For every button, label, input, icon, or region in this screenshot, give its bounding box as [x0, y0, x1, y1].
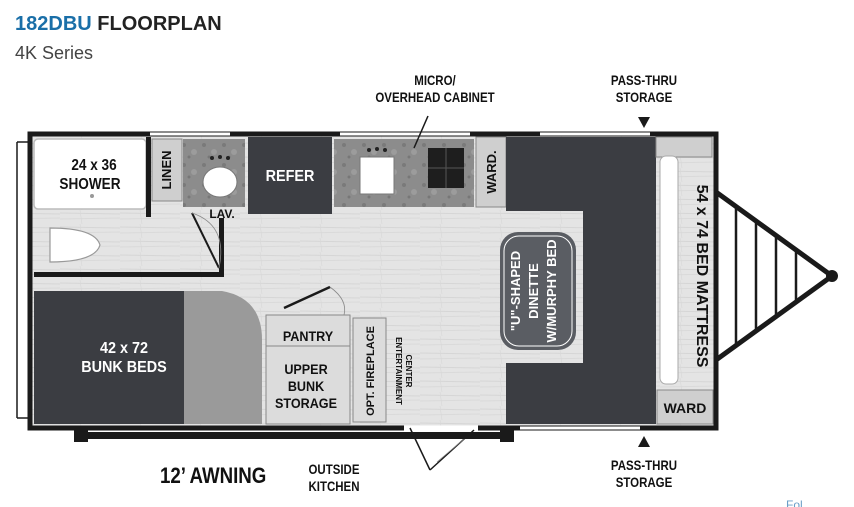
dinette-bench-bottom [506, 363, 656, 424]
refer-label: REFER [266, 167, 315, 185]
bunk-label: BUNK BEDS [81, 358, 167, 376]
pantry-door [283, 285, 331, 310]
dinette-label-1: "U"-SHAPED [508, 251, 523, 331]
lav-sink [202, 166, 238, 198]
micro-callout: MICRO/ OVERHEAD CABINET [375, 72, 495, 105]
lav-label: LAV. [209, 207, 234, 221]
passthru-bottom-callout: PASS-THRU STORAGE [610, 457, 678, 490]
passthru-top-callout: PASS-THRU STORAGE [610, 72, 678, 105]
bunk-size-label: 42 x 72 [100, 339, 148, 357]
linen-label: LINEN [159, 151, 174, 190]
dinette-label-2: DINETTE [526, 263, 541, 319]
pantry-label: PANTRY [283, 328, 333, 344]
shower-size-label: 24 x 36 [71, 157, 116, 174]
entertainment-label-1: ENTERTAINMENT [394, 337, 403, 405]
title-suffix: FLOORPLAN [97, 13, 222, 35]
shower-drain [90, 194, 94, 198]
bed-mattress [659, 155, 679, 385]
micro-pointer [413, 115, 429, 149]
upper-bunk-label-2: BUNK [288, 378, 325, 394]
bath-door [191, 212, 220, 269]
entertainment-label-2: CENTER [404, 355, 413, 388]
outside-kitchen-callout: OUTSIDE KITCHEN [308, 461, 360, 494]
upper-bunk-label-1: UPPER [284, 361, 328, 377]
pantry-cabinet [265, 314, 351, 425]
bath-wall [34, 272, 224, 277]
bunk-ladder-area [184, 291, 262, 424]
passthru-bottom-arrow [638, 436, 650, 447]
dinette-label-3: W/MURPHY BED [544, 239, 559, 342]
dinette-table [500, 232, 576, 350]
toilet [49, 227, 101, 263]
kitchen-sink [359, 156, 395, 195]
hitch-tongue [714, 189, 837, 363]
refrigerator [248, 137, 332, 214]
upper-bunk-label-3: STORAGE [275, 395, 337, 411]
fireplace-label: OPT. FIREPLACE [365, 326, 377, 416]
rear-wardrobe [656, 389, 714, 425]
mattress-label: 54 x 74 BED MATTRESS [693, 185, 710, 368]
watermark: Fol [786, 498, 803, 507]
ward-rear-label: WARD [664, 400, 707, 416]
fireplace-cabinet [352, 317, 387, 423]
ward-front-label: WARD. [484, 150, 499, 193]
hitch-coupler [826, 270, 838, 282]
shower-label: SHOWER [59, 176, 120, 193]
linen-cabinet [151, 138, 183, 202]
model-name: 182DBU [15, 13, 92, 35]
awning-label: 12’ AWNING [160, 463, 267, 488]
floorplan-title: 182DBU FLOORPLAN [15, 13, 222, 36]
front-wardrobe [475, 136, 507, 208]
series-name: 4K Series [15, 43, 94, 63]
dinette-bench-top [506, 137, 656, 211]
passthru-top-arrow [638, 117, 650, 128]
dinette-bench-side [583, 211, 656, 363]
awning-bar [76, 432, 514, 439]
bunk-beds [34, 291, 184, 424]
